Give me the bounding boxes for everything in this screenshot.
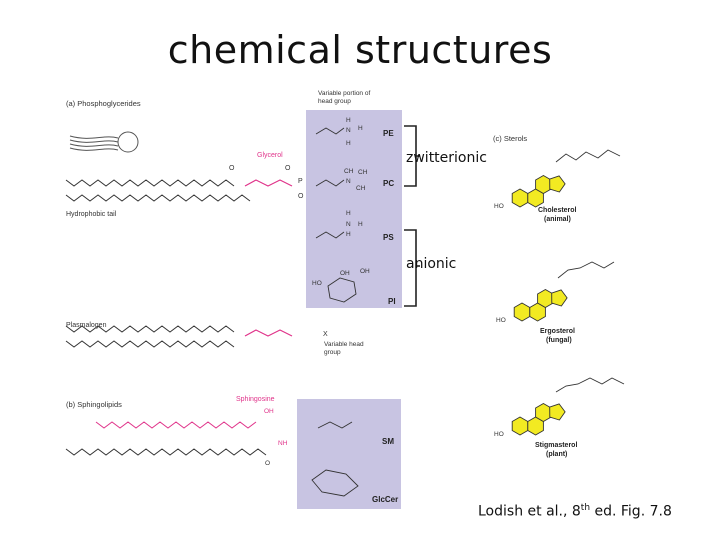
hydroxyl-group: HO (494, 203, 504, 210)
svg-text:N: N (346, 178, 351, 185)
sterol-side-chain (555, 149, 621, 163)
zwitterionic-label: zwitterionic (406, 150, 487, 166)
sterol-ring (513, 302, 531, 322)
svg-text:CH: CH (344, 168, 354, 175)
sterol-name-ergosterol: Ergosterol (540, 328, 575, 335)
svg-text:Glycerol: Glycerol (257, 152, 283, 159)
svg-text:O: O (265, 460, 270, 467)
cholesterol-structure: HO (494, 149, 621, 210)
sterol-ring (551, 289, 568, 307)
svg-text:N: N (346, 127, 351, 134)
sterol-name-cholesterol: Cholesterol (538, 207, 577, 214)
plasmalogen-backbone (244, 329, 293, 337)
sterol-ring (511, 188, 529, 208)
sterol-ring (535, 174, 552, 195)
plasmalogen-label: Plasmalogen (66, 322, 107, 329)
svg-text:H: H (346, 117, 351, 124)
head-group-structures (315, 127, 357, 303)
head-label-pi: PI (388, 297, 396, 306)
svg-text:N: N (346, 221, 351, 228)
svg-text:HO: HO (312, 280, 322, 287)
sterol-side-chain (555, 377, 625, 393)
head-label-pc: PC (383, 179, 394, 188)
sphingolipid-head-panel (297, 399, 401, 509)
sterol-ring (511, 416, 529, 436)
hydroxyl-group: HO (494, 431, 504, 438)
sterol-ring (549, 175, 566, 193)
variable-head-group-1: Variable head (324, 341, 364, 348)
svg-text:H: H (346, 231, 351, 238)
anionic-label: anionic (406, 256, 456, 272)
sterol-side-chain (557, 261, 615, 279)
sterol-source-ergosterol: (fungal) (546, 337, 572, 344)
ergosterol-structure: HO (496, 261, 615, 324)
sphingolipid-tails (65, 421, 267, 456)
phosphoglyceride-tails (65, 179, 251, 202)
head-label-pe: PE (383, 129, 394, 138)
variable-head-group-2: group (324, 349, 341, 356)
sterol-ring (537, 288, 554, 309)
panel-a-label: (a) Phosphoglycerides (66, 99, 141, 108)
svg-text:CH: CH (356, 185, 366, 192)
hydroxyl-group: HO (496, 317, 506, 324)
sterol-ring (535, 402, 552, 423)
svg-text:H: H (346, 210, 351, 217)
page-title: chemical structures (167, 28, 553, 72)
plasmalogen-x: X (323, 331, 328, 338)
sterol-ring (549, 403, 566, 421)
svg-text:OH: OH (264, 408, 274, 415)
panel-b-label: (b) Sphingolipids (66, 400, 122, 409)
svg-text:OH: OH (340, 270, 350, 277)
svg-text:O: O (298, 193, 304, 200)
variable-head-label-1: Variable portion of (318, 90, 370, 97)
lipid-schematic-icon (69, 131, 139, 153)
phosphoglyceride-head-panel (306, 110, 402, 308)
svg-text:CH: CH (358, 169, 368, 176)
head-label-glccer: GlcCer (372, 495, 398, 504)
sphingolipid-head-structures (311, 421, 359, 497)
head-label-sm: SM (382, 437, 394, 446)
sterol-name-stigmasterol: Stigmasterol (535, 442, 577, 449)
plasmalogen-tails (65, 325, 235, 348)
hydrophobic-tail-label: Hydrophobic tail (66, 211, 117, 218)
sterol-source-stigmasterol: (plant) (546, 451, 567, 458)
panel-c-label: (c) Sterols (493, 134, 527, 143)
svg-text:H: H (346, 140, 351, 147)
sphingosine-label: Sphingosine (236, 396, 275, 403)
svg-text:H: H (358, 125, 363, 132)
head-group-brackets (404, 125, 420, 307)
svg-text:O: O (229, 165, 235, 172)
svg-text:OH: OH (360, 268, 370, 275)
svg-text:H: H (358, 221, 363, 228)
figure-citation: Lodish et al., 8th ed. Fig. 7.8 (478, 503, 672, 520)
svg-text:O: O (285, 165, 291, 172)
svg-text:NH: NH (278, 440, 288, 447)
svg-text:P: P (298, 178, 303, 185)
variable-head-label-2: head group (318, 98, 351, 105)
head-label-ps: PS (383, 233, 394, 242)
stigmasterol-structure: HO (494, 377, 625, 438)
glycerol-backbone: Glycerol O O P O (229, 152, 304, 200)
sterol-source-cholesterol: (animal) (544, 216, 571, 223)
